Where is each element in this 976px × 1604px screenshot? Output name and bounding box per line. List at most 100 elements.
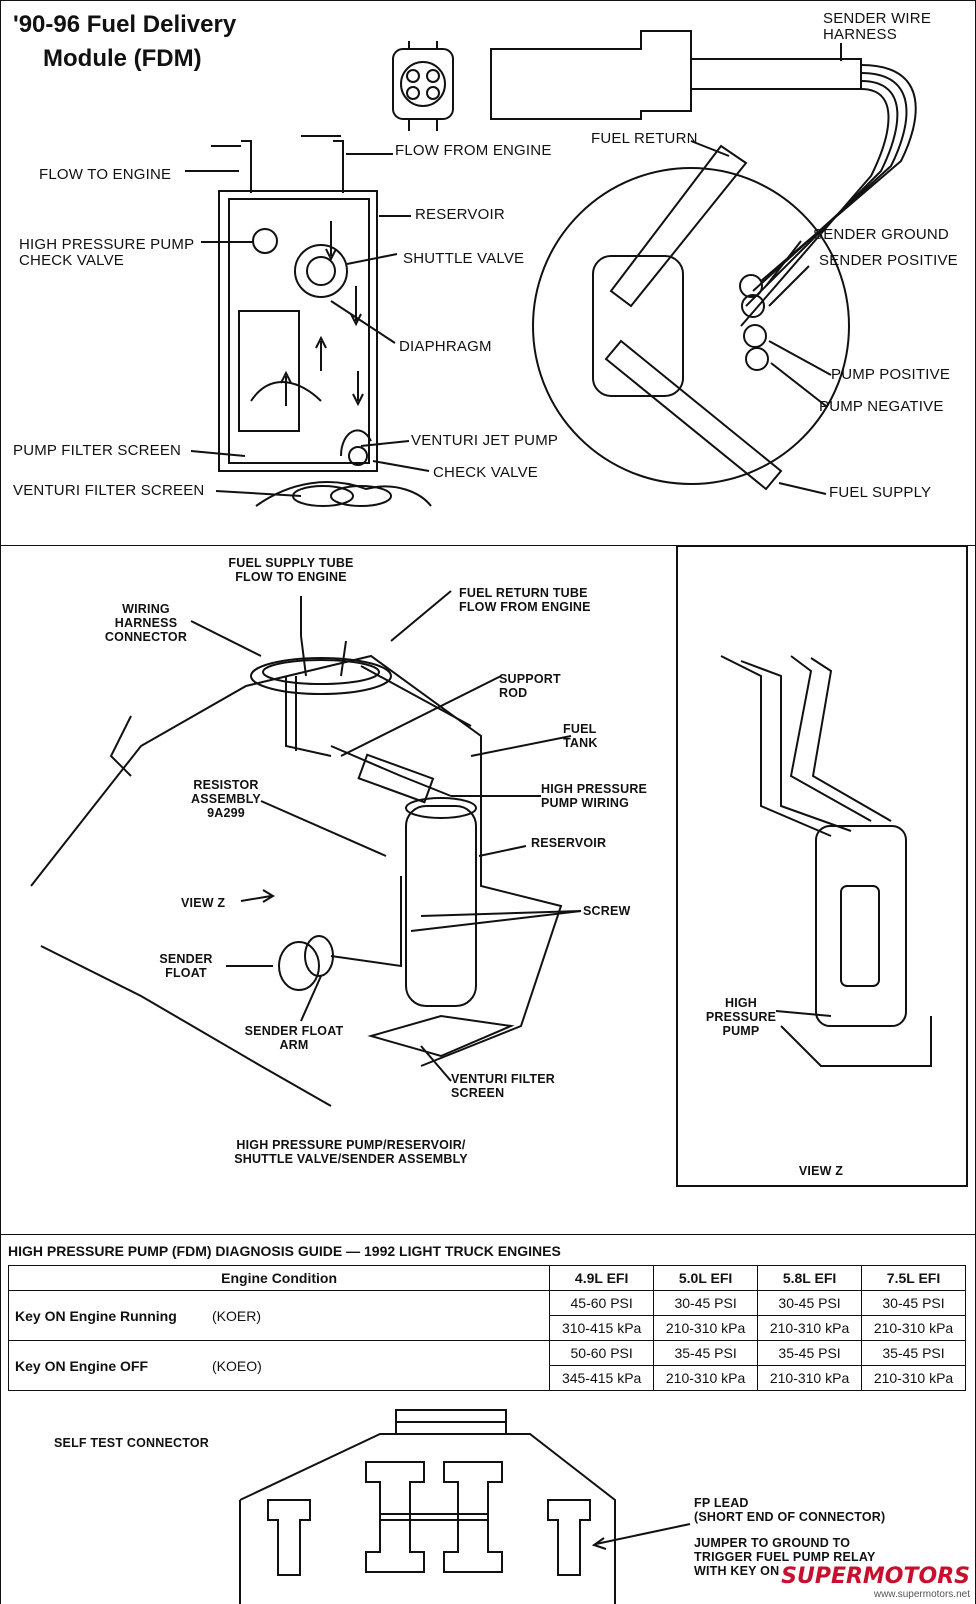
table-row: Key ON Engine OFF (KOEO) 50-60 PSI 35-45… [8, 1340, 966, 1391]
label-pump-positive: PUMP POSITIVE [831, 366, 951, 383]
label-screw: SCREW [583, 904, 631, 918]
label-fuel-supply-tube-2: FLOW TO ENGINE [235, 570, 347, 584]
label-fp-lead-1: FP LEAD [694, 1496, 749, 1510]
assembly-drawing [30, 546, 968, 1187]
label-shuttle-valve: SHUTTLE VALVE [403, 250, 525, 267]
table-header-row: Engine Condition 4.9L EFI 5.0L EFI 5.8L … [7, 1265, 966, 1291]
label-pump-filter-screen: PUMP FILTER SCREEN [13, 442, 182, 459]
header-5-8l: 5.8L EFI [757, 1265, 863, 1291]
header-5-0l: 5.0L EFI [653, 1265, 759, 1291]
label-sender-positive: SENDER POSITIVE [819, 252, 958, 269]
connector-plug-icon [392, 48, 454, 120]
label-hp-wiring-1: HIGH PRESSURE [541, 782, 648, 796]
watermark-brand: SUPERMOTORS [781, 1564, 970, 1589]
header-engine-condition: Engine Condition [7, 1265, 551, 1291]
label-sender-float-1: SENDER [159, 952, 213, 966]
cell-kpa: 210-310 kPa [653, 1365, 759, 1391]
label-self-test-connector: SELF TEST CONNECTOR [54, 1436, 209, 1450]
cell-psi: 35-45 PSI [861, 1340, 966, 1366]
label-hp-check-valve-1: HIGH PRESSURE PUMP [19, 236, 195, 253]
cell-psi: 30-45 PSI [861, 1290, 966, 1316]
cell-kpa: 210-310 kPa [861, 1365, 966, 1391]
cell-psi: 45-60 PSI [549, 1290, 655, 1316]
condition-koeo: Key ON Engine OFF [8, 1340, 206, 1391]
label-fuel-supply-tube-1: FUEL SUPPLY TUBE [228, 556, 354, 570]
reservoir-canister [405, 805, 477, 1007]
cell-kpa: 345-415 kPa [549, 1365, 655, 1391]
label-jumper-1: JUMPER TO GROUND TO [694, 1536, 851, 1550]
label-fuel-return-tube-2: FLOW FROM ENGINE [459, 600, 591, 614]
label-hp-pump-2: PRESSURE [705, 1010, 777, 1024]
label-reservoir: RESERVOIR [415, 206, 505, 223]
label-check-valve: CHECK VALVE [433, 464, 539, 481]
cell-kpa: 210-310 kPa [861, 1315, 966, 1341]
cell-kpa: 210-310 kPa [757, 1365, 863, 1391]
guide-title: HIGH PRESSURE PUMP (FDM) DIAGNOSIS GUIDE… [8, 1243, 561, 1259]
label-sender-float-arm-2: ARM [279, 1038, 309, 1052]
code-koeo: (KOEO) [206, 1340, 551, 1391]
label-flow-to-engine: FLOW TO ENGINE [39, 166, 172, 183]
label-view-z: VIEW Z [181, 896, 226, 910]
watermark-url: www.supermotors.net [873, 1589, 970, 1600]
diagram-title-line1: '90-96 Fuel Delivery [13, 11, 237, 38]
label-sender-float-arm-1: SENDER FLOAT [244, 1024, 344, 1038]
code-koer: (KOER) [206, 1290, 551, 1341]
label-resistor-3: 9A299 [207, 806, 245, 820]
cell-kpa: 310-415 kPa [549, 1315, 655, 1341]
label-fp-lead-2: (SHORT END OF CONNECTOR) [694, 1510, 886, 1524]
cell-psi: 30-45 PSI [653, 1290, 759, 1316]
label-fuel-supply: FUEL SUPPLY [829, 484, 932, 501]
label-jumper-3: WITH KEY ON [694, 1564, 780, 1578]
cell-psi: 50-60 PSI [549, 1340, 655, 1366]
label-hp-wiring-2: PUMP WIRING [541, 796, 630, 810]
label-wiring-2: HARNESS [114, 616, 178, 630]
assembly-panel: FUEL SUPPLY TUBE FLOW TO ENGINE FUEL RET… [0, 545, 976, 1235]
fdm-panel: '90-96 Fuel Delivery Module (FDM) [0, 0, 976, 546]
table-row: 310-415 kPa 210-310 kPa 210-310 kPa 210-… [9, 1315, 966, 1341]
fdm-drawing [185, 30, 917, 507]
view-z-inset [676, 546, 968, 1187]
watermark: SUPERMOTORS www.supermotors.net [781, 1564, 970, 1600]
assembly-caption-1: HIGH PRESSURE PUMP/RESERVOIR/ [236, 1138, 466, 1152]
sender-flange [532, 167, 850, 485]
cell-psi: 35-45 PSI [653, 1340, 759, 1366]
cell-psi: 35-45 PSI [757, 1340, 863, 1366]
view-z-caption: VIEW Z [798, 1164, 844, 1178]
cell-kpa: 210-310 kPa [757, 1315, 863, 1341]
assembly-caption-2: SHUTTLE VALVE/SENDER ASSEMBLY [234, 1152, 468, 1166]
label-venturi-filter-2: SCREEN [451, 1086, 505, 1100]
label-sender-float-2: FLOAT [165, 966, 207, 980]
label-support-rod-2: ROD [499, 686, 528, 700]
label-hp-pump-1: HIGH [724, 996, 758, 1010]
label-hp-check-valve-2: CHECK VALVE [19, 252, 125, 269]
label-fuel-tank-1: FUEL [563, 722, 597, 736]
cell-kpa: 210-310 kPa [653, 1315, 759, 1341]
label-jumper-2: TRIGGER FUEL PUMP RELAY [694, 1550, 876, 1564]
label-hp-pump-3: PUMP [722, 1024, 760, 1038]
condition-koer: Key ON Engine Running [8, 1290, 206, 1341]
label-venturi-filter-1: VENTURI FILTER [451, 1072, 555, 1086]
table-row: Key ON Engine Running (KOER) 45-60 PSI 3… [8, 1290, 966, 1341]
label-resistor-2: ASSEMBLY [191, 792, 261, 806]
label-sender-wire-1: SENDER WIRE [823, 10, 932, 27]
label-wiring-1: WIRING [122, 602, 170, 616]
label-wiring-3: CONNECTOR [104, 630, 188, 644]
label-flow-from-engine: FLOW FROM ENGINE [395, 142, 552, 159]
label-reservoir-mid: RESERVOIR [531, 836, 607, 850]
cell-psi: 30-45 PSI [757, 1290, 863, 1316]
label-sender-wire-2: HARNESS [823, 26, 897, 43]
header-7-5l: 7.5L EFI [861, 1265, 966, 1291]
label-resistor-1: RESISTOR [193, 778, 259, 792]
sender-float [278, 941, 320, 991]
label-sender-ground: SENDER GROUND [813, 226, 949, 243]
header-4-9l: 4.9L EFI [549, 1265, 655, 1291]
label-venturi-jet-pump: VENTURI JET PUMP [411, 432, 559, 449]
label-pump-negative: PUMP NEGATIVE [819, 398, 944, 415]
table-row: 345-415 kPa 210-310 kPa 210-310 kPa 210-… [9, 1365, 966, 1391]
view-z-pump [815, 825, 907, 1027]
label-fuel-tank-2: TANK [563, 736, 598, 750]
label-fuel-return: FUEL RETURN [591, 130, 698, 147]
diagnosis-table: Engine Condition 4.9L EFI 5.0L EFI 5.8L … [7, 1265, 966, 1391]
diagram-title-line2: Module (FDM) [43, 45, 202, 72]
label-fuel-return-tube-1: FUEL RETURN TUBE [459, 586, 588, 600]
